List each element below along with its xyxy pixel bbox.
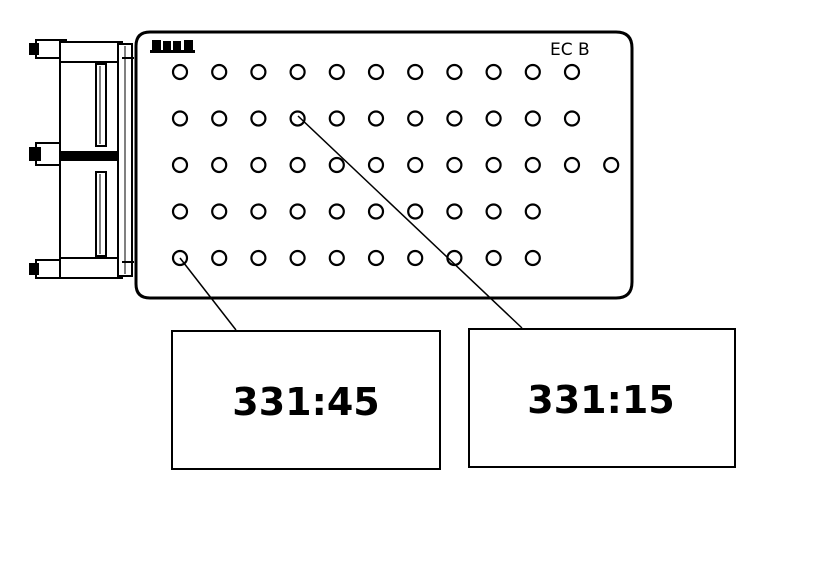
pin-hole-r1-c9: [485, 63, 502, 81]
pin-hole-r5-c3: [250, 249, 267, 267]
pin-hole-r5-c7: [407, 249, 424, 267]
pin-hole-r4-c7: [407, 203, 424, 220]
pin-grid: [171, 63, 620, 267]
pin-hole-r4-c8: [446, 203, 463, 220]
pin-hole-r2-c10: [524, 110, 541, 127]
pin-hole-r5-c6: [367, 249, 385, 267]
pin-hole-r1-c8: [446, 63, 463, 81]
pin-hole-r3-c10: [524, 156, 541, 174]
side-connector-assembly: [29, 39, 134, 279]
pin-hole-r1-c1: [171, 63, 189, 81]
pin-hole-r2-c1: [171, 110, 189, 127]
pin-hole-r4-c3: [250, 203, 267, 220]
pin-hole-r3-c5: [328, 156, 345, 174]
pin-hole-r5-c4: [289, 249, 306, 267]
pin-hole-r2-c4: [289, 110, 306, 127]
pin-hole-r3-c3: [250, 156, 267, 174]
callout-label-1: 331:45: [232, 380, 379, 424]
pin-hole-r2-c6: [367, 110, 385, 127]
pin-hole-r4-c5: [328, 203, 345, 220]
pin-hole-r4-c4: [289, 203, 306, 220]
pin-hole-r3-c2: [211, 156, 228, 174]
callout-box-2: 331:15: [468, 328, 736, 468]
pin-hole-r3-c11: [563, 156, 581, 174]
pin-hole-r1-c4: [289, 63, 306, 81]
pin-hole-r4-c1: [171, 203, 189, 220]
pin-hole-r1-c10: [524, 63, 541, 81]
pin-hole-r2-c3: [250, 110, 267, 127]
callout-label-2: 331:15: [527, 378, 674, 422]
pin-hole-r1-c6: [367, 63, 385, 81]
pin-hole-r3-c8: [446, 156, 463, 174]
pin-hole-r2-c5: [328, 110, 345, 127]
pin-hole-r3-c1: [171, 156, 189, 174]
pin-hole-r5-c2: [211, 249, 228, 267]
pin-hole-r3-c4: [289, 156, 306, 174]
leader-lines: [179, 115, 523, 331]
pin-hole-r5-c9: [485, 249, 502, 267]
pin-hole-r5-c5: [328, 249, 345, 267]
pin-hole-r2-c9: [485, 110, 502, 127]
pin-hole-r3-c12: [603, 156, 620, 174]
pin-hole-r4-c6: [367, 203, 385, 220]
pin-hole-r3-c9: [485, 156, 502, 174]
pin-hole-r2-c8: [446, 110, 463, 127]
pin-hole-r4-c2: [211, 203, 228, 220]
leader-line-331-45: [179, 257, 237, 331]
pin-hole-r2-c7: [407, 110, 424, 127]
pin-hole-r3-c6: [367, 156, 385, 174]
pin-hole-r4-c10: [524, 203, 541, 220]
pin-hole-r2-c11: [563, 110, 581, 127]
pin-hole-r4-c9: [485, 203, 502, 220]
pin-hole-r5-c8: [446, 249, 463, 267]
pin-hole-r1-c2: [211, 63, 228, 81]
callout-box-1: 331:45: [171, 330, 441, 470]
pin-hole-r1-c3: [250, 63, 267, 81]
pin-hole-r2-c2: [211, 110, 228, 127]
pin-hole-r1-c7: [407, 63, 424, 81]
board-corner-label: EC B: [550, 40, 590, 60]
pin-hole-r5-c10: [524, 249, 541, 267]
pin-hole-r1-c5: [328, 63, 345, 81]
pin-hole-r3-c7: [407, 156, 424, 174]
pin-hole-r1-c11: [563, 63, 581, 81]
logo-mark: [150, 40, 195, 53]
leader-line-331-15: [297, 115, 523, 329]
